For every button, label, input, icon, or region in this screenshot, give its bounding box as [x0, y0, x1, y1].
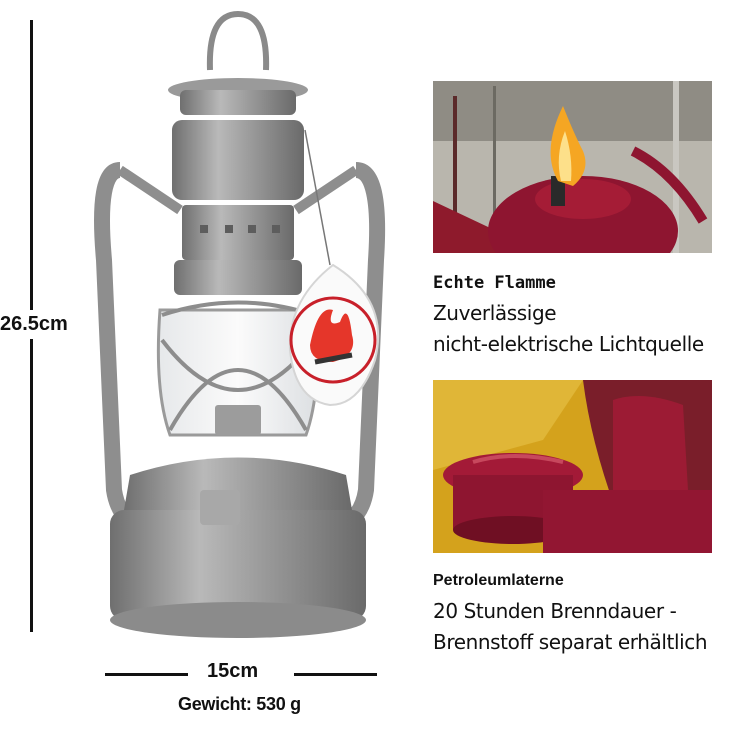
height-label: 26.5cm: [0, 310, 68, 339]
flame-photo: [433, 81, 712, 253]
width-label: 15cm: [207, 660, 259, 682]
lantern-image: [94, 10, 386, 638]
weight-label: Gewicht: 530 g: [178, 694, 301, 714]
feature-1-text: Zuverlässige nicht-elektrische Lichtquel…: [433, 298, 704, 360]
flame-hand-logo-icon: [288, 129, 380, 407]
feature-1-line-1: Zuverlässige: [433, 301, 557, 325]
fuel-tank-photo: [433, 380, 712, 553]
feature-1-line-2: nicht-elektrische Lichtquelle: [433, 332, 704, 356]
feature-2-line-1: 20 Stunden Brenndauer -: [433, 599, 677, 623]
width-dimension-line-left: [105, 673, 188, 676]
feature-2-line-2: Brennstoff separat erhältlich: [433, 630, 708, 654]
feature-2-title: Petroleumlaterne: [433, 572, 564, 589]
feature-2-text: 20 Stunden Brenndauer - Brennstoff separ…: [433, 596, 708, 658]
width-dimension-line-right: [294, 673, 377, 676]
feature-1-title: Echte Flamme: [433, 273, 556, 293]
